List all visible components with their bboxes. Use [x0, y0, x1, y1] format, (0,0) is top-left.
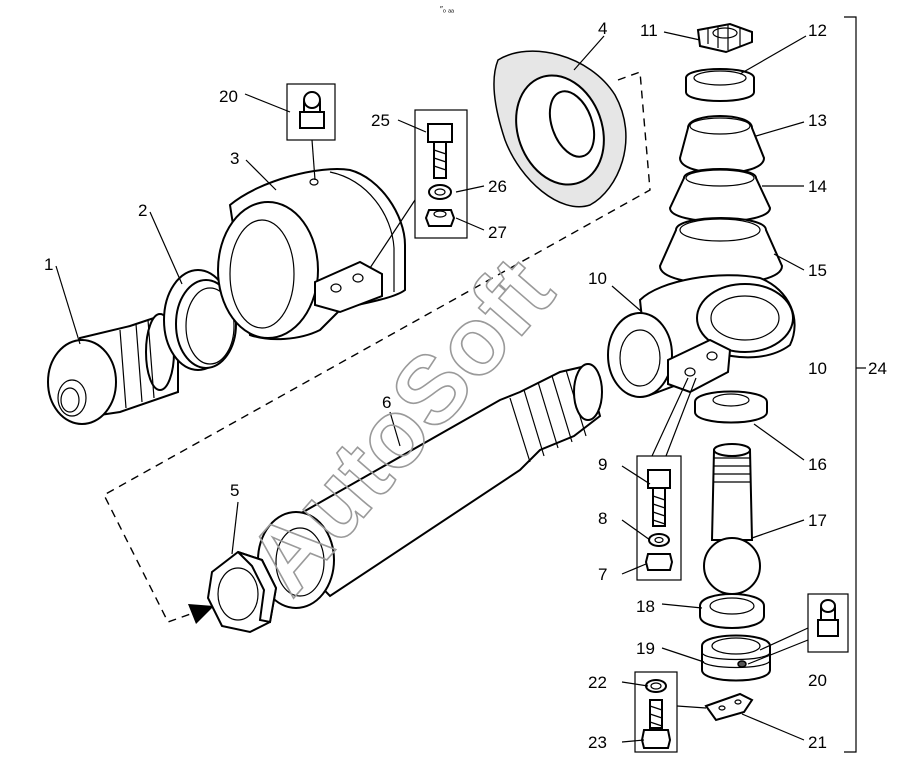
label-27: 27: [488, 223, 507, 242]
part-15-boot: [658, 217, 784, 285]
label-22: 22: [588, 673, 607, 692]
label-24: 24: [868, 359, 887, 378]
label-13: 13: [808, 111, 827, 130]
label-9: 9: [598, 455, 607, 474]
part-7-9-bolt-set: [636, 377, 697, 581]
assembly-path: [103, 71, 651, 623]
top-mark: ″ₒ ₐₐ: [440, 5, 455, 14]
part-6-shaft: [257, 363, 603, 609]
part-11-castle-nut: [696, 22, 753, 54]
label-2: 2: [138, 201, 147, 220]
part-22-23-bolt-set: [634, 671, 707, 753]
label-3: 3: [230, 149, 239, 168]
part-10-housing: [607, 274, 796, 398]
label-5: 5: [230, 481, 239, 500]
part-1-ball-end: [47, 313, 179, 425]
label-20-top: 20: [219, 87, 238, 106]
leader-lines: [55, 31, 807, 743]
label-21: 21: [808, 733, 827, 752]
label-1: 1: [44, 255, 53, 274]
part-21-lock-plate: [704, 692, 754, 722]
label-20-bottom: 20: [808, 671, 827, 690]
label-26: 26: [488, 177, 507, 196]
label-8: 8: [598, 509, 607, 528]
label-10-right: 10: [808, 359, 827, 378]
label-25: 25: [371, 111, 390, 130]
part-17-ball-pin: [703, 443, 761, 595]
label-18: 18: [636, 597, 655, 616]
part-labels: 1 2 3 20 25 26 27 4 11 12 13 14 15 10 10…: [44, 19, 887, 752]
label-15: 15: [808, 261, 827, 280]
part-12-ring-washer: [685, 68, 755, 102]
label-10-left: 10: [588, 269, 607, 288]
part-20-grease-nipple-bottom: [747, 593, 849, 665]
label-17: 17: [808, 511, 827, 530]
label-6: 6: [382, 393, 391, 412]
part-16-seat-washer: [694, 390, 768, 424]
label-4: 4: [598, 19, 607, 38]
part-2-ring: [163, 269, 237, 371]
label-11: 11: [640, 21, 658, 40]
label-19: 19: [636, 639, 655, 658]
label-23: 23: [588, 733, 607, 752]
part-13-cone-cap: [678, 115, 766, 174]
label-16: 16: [808, 455, 827, 474]
label-7: 7: [598, 565, 607, 584]
part-20-grease-nipple-top: [286, 83, 336, 181]
label-12: 12: [808, 21, 827, 40]
part-5-hex-nut: [206, 550, 278, 634]
part-3-clamp-sleeve: [217, 168, 406, 341]
part-25-27-bolt-set: [369, 109, 468, 269]
part-19-threaded-plug: [701, 634, 771, 682]
part-4-dust-boot: [493, 50, 627, 208]
label-14: 14: [808, 177, 827, 196]
bracket-24: [844, 16, 866, 753]
part-14-rubber-cone: [668, 168, 772, 223]
arrow-head-icon: [188, 604, 214, 624]
part-18-ball-seat: [699, 593, 765, 629]
